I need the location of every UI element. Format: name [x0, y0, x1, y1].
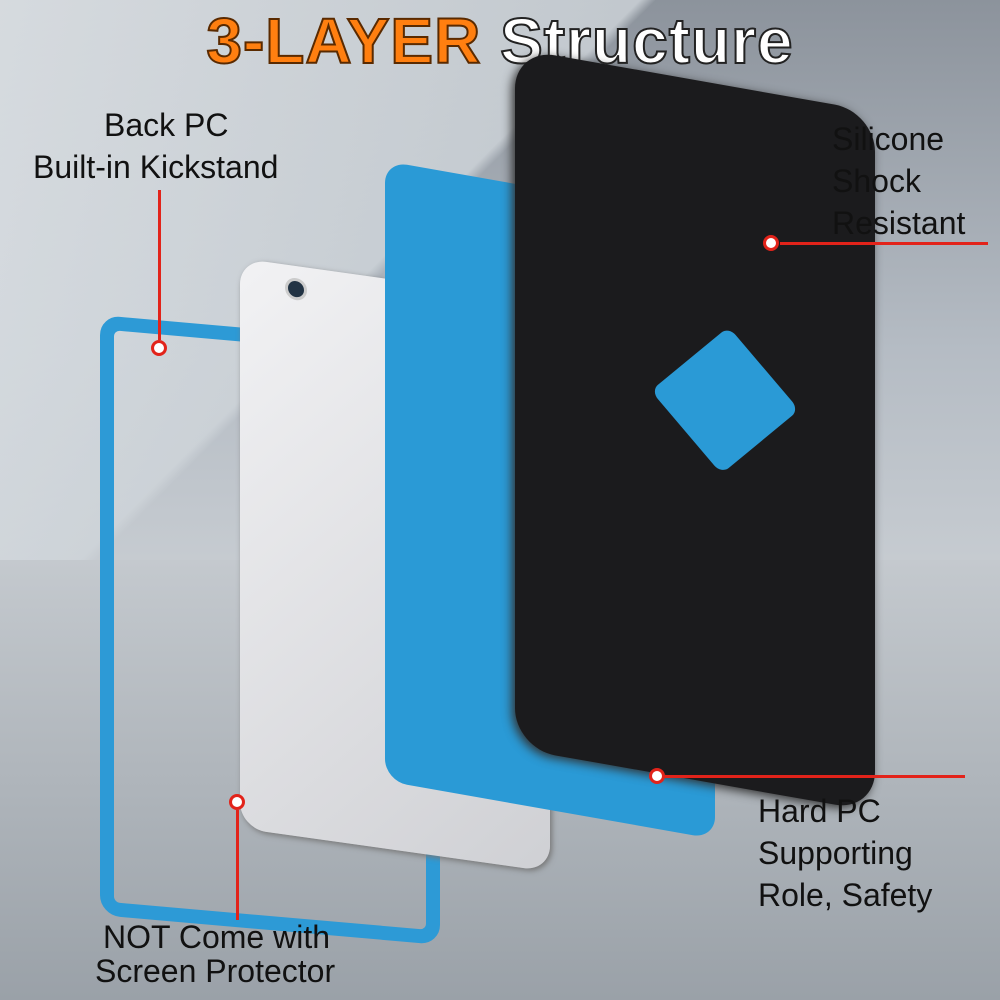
callout-silicone-line3: Resistant [832, 205, 966, 241]
callout-back-pc-line1: Back PC [104, 107, 229, 143]
callout-dot [763, 235, 779, 251]
callout-line [780, 242, 988, 245]
callout-screen-line1: NOT Come with [103, 919, 331, 955]
callout-dot [649, 768, 665, 784]
callout-screen-line2: Screen Protector [95, 953, 336, 989]
callout-dot [229, 794, 245, 810]
callout-line [665, 775, 965, 778]
callout-silicone-line2: Shock [832, 163, 921, 199]
callout-line [236, 810, 239, 920]
camera-cutout [650, 326, 800, 474]
callout-line [158, 190, 161, 340]
callout-silicone-line1: Silicone [832, 121, 945, 157]
callout-back-pc-line2: Built-in Kickstand [33, 149, 279, 185]
silicone-layer [515, 48, 875, 812]
callout-dot [151, 340, 167, 356]
camera-icon [285, 276, 307, 302]
callout-hard-pc-line2: Supporting [758, 835, 913, 871]
page-title: 3-LAYER Structure [205, 4, 794, 78]
callout-hard-pc-line3: Role, Safety [758, 877, 933, 913]
callout-hard-pc-line1: Hard PC [758, 793, 881, 829]
